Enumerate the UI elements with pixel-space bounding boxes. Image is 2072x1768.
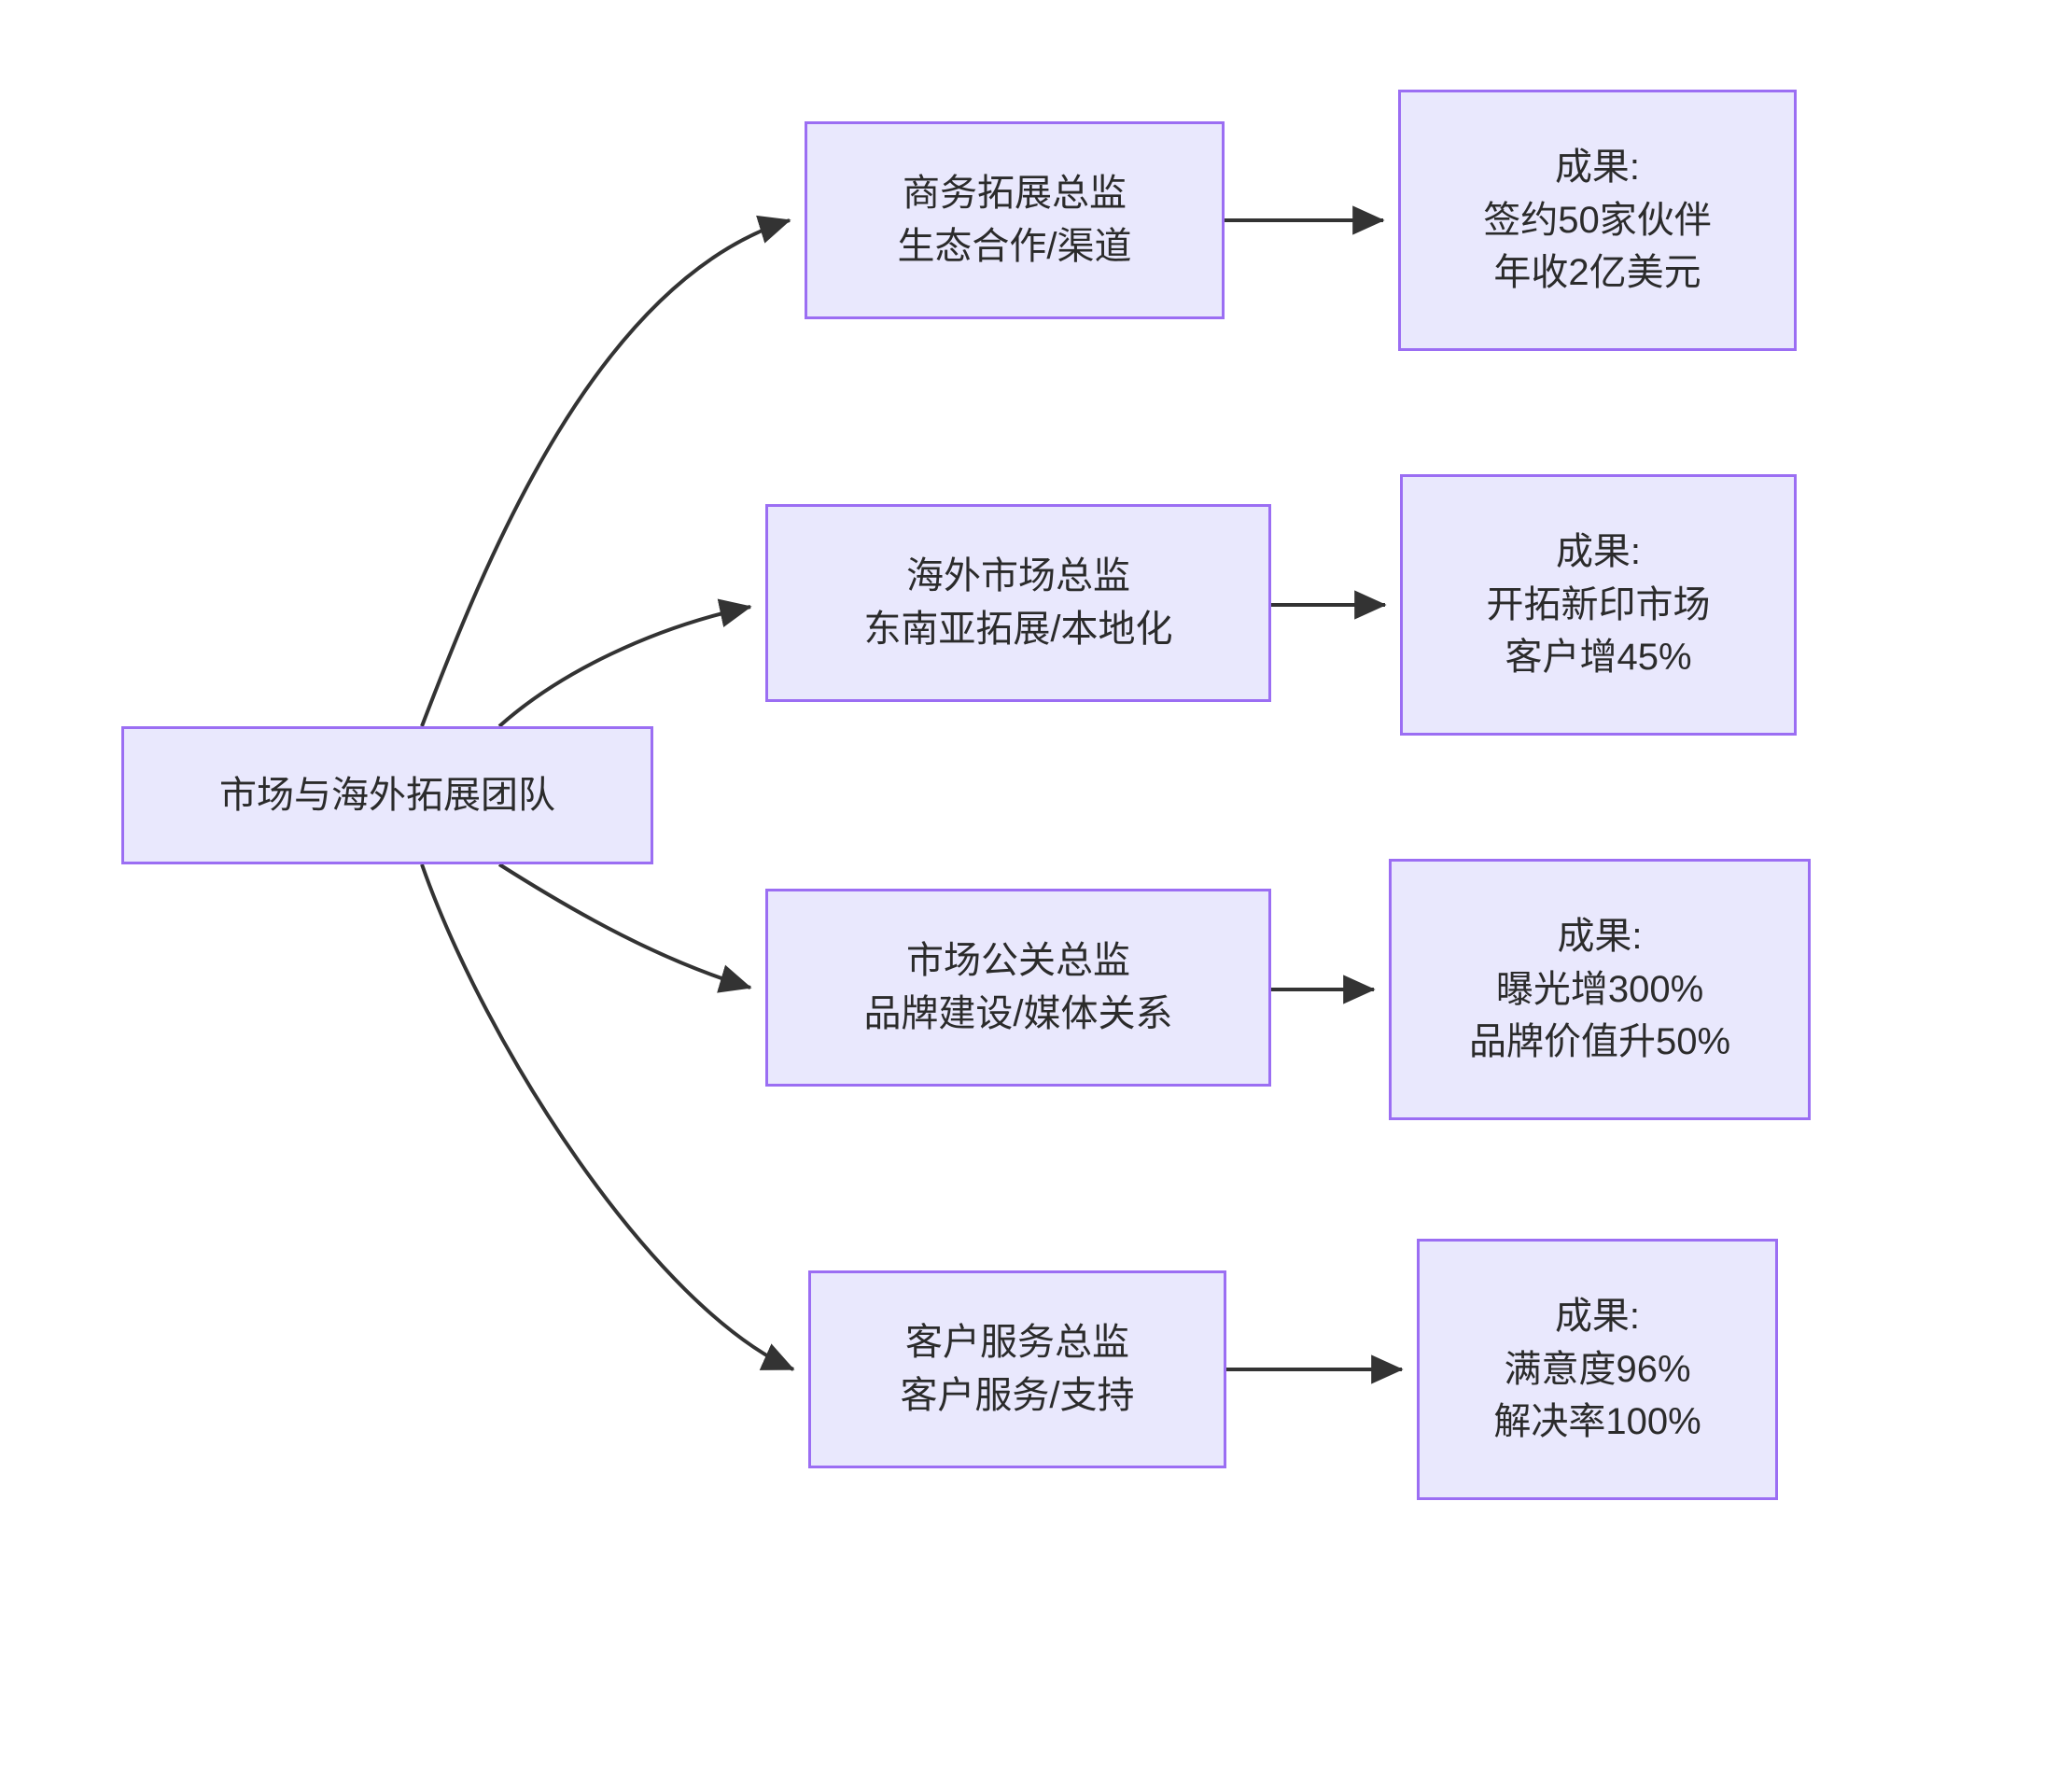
edge-root-role1: [420, 215, 791, 727]
node-outcome-business-development[interactable]: 成果: 签约50家伙伴 年收2亿美元: [1398, 90, 1797, 351]
node-role-customer-service[interactable]: 客户服务总监 客户服务/支持: [808, 1270, 1226, 1468]
role-subtitle: 生态合作/渠道: [897, 226, 1132, 267]
role-subtitle: 品牌建设/媒体关系: [863, 993, 1173, 1034]
role-title: 海外市场总监: [906, 555, 1130, 597]
outcome-line-1: 曝光增300%: [1495, 968, 1704, 1010]
outcome-line-2: 客户增45%: [1505, 637, 1692, 679]
outcome-line-2: 品牌价值升50%: [1468, 1021, 1731, 1063]
role-subtitle: 东南亚拓展/本地化: [863, 609, 1173, 650]
outcome-line-1: 满意度96%: [1504, 1348, 1691, 1390]
outcome-line-1: 开拓新印市场: [1486, 583, 1711, 625]
role-title: 市场公关总监: [906, 940, 1130, 982]
node-outcome-customer-service[interactable]: 成果: 满意度96% 解决率100%: [1417, 1239, 1778, 1500]
outcome-line-2: 年收2亿美元: [1493, 252, 1701, 294]
outcome-heading: 成果:: [1557, 915, 1643, 957]
node-role-business-development[interactable]: 商务拓展总监 生态合作/渠道: [805, 121, 1225, 319]
outcome-line-2: 解决率100%: [1493, 1401, 1701, 1443]
node-outcome-marketing-pr[interactable]: 成果: 曝光增300% 品牌价值升50%: [1389, 859, 1811, 1120]
role-title: 客户服务总监: [905, 1322, 1129, 1364]
role-title: 商务拓展总监: [903, 173, 1127, 215]
outcome-heading: 成果:: [1554, 146, 1641, 188]
node-role-marketing-pr[interactable]: 市场公关总监 品牌建设/媒体关系: [765, 889, 1271, 1087]
edge-root-role2: [497, 598, 752, 728]
node-root-team[interactable]: 市场与海外拓展团队: [121, 726, 653, 864]
outcome-heading: 成果:: [1555, 530, 1642, 572]
outcome-line-1: 签约50家伙伴: [1483, 199, 1712, 241]
node-root-label: 市场与海外拓展团队: [219, 774, 555, 816]
node-outcome-overseas-market[interactable]: 成果: 开拓新印市场 客户增45%: [1400, 474, 1797, 736]
edge-root-role4: [420, 863, 795, 1371]
edge-root-role3: [497, 863, 752, 993]
node-role-overseas-market[interactable]: 海外市场总监 东南亚拓展/本地化: [765, 504, 1271, 702]
role-subtitle: 客户服务/支持: [900, 1375, 1135, 1416]
outcome-heading: 成果:: [1554, 1295, 1641, 1337]
